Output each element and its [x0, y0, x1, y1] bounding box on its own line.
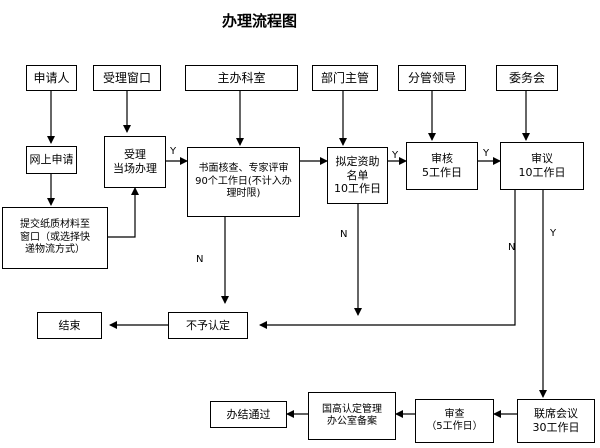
arrow-deliberate-reject	[259, 190, 516, 329]
edge-label-y-accept: Y	[170, 146, 177, 157]
header-window: 受理窗口	[93, 65, 161, 91]
arrow-paper-to-accept	[108, 187, 139, 238]
edge-label-n-review: N	[196, 254, 204, 265]
edge-label-n-deliberate: N	[508, 242, 516, 253]
step-deliberate: 审议 10工作日	[500, 142, 584, 190]
edge-label-y-draft: Y	[392, 150, 399, 161]
step-online-apply: 网上申请	[26, 146, 77, 174]
step-accept: 受理 当场办理	[104, 136, 166, 188]
step-pass: 办结通过	[210, 401, 287, 428]
edge-label-n-draft: N	[340, 229, 348, 240]
step-end: 结束	[37, 312, 102, 339]
step-submit-paper: 提交纸质材料至 窗口（或选择快 递物流方式）	[2, 207, 108, 269]
step-filing: 国高认定管理 办公室备案	[308, 392, 396, 440]
page-title: 办理流程图	[222, 12, 298, 30]
header-dept-head: 部门主管	[312, 65, 378, 91]
step-joint-meeting: 联席会议 30工作日	[517, 399, 595, 443]
step-draft-list: 拟定资助 名单 10工作日	[327, 147, 388, 204]
header-leader: 分管领导	[398, 65, 466, 91]
header-committee: 委务会	[496, 65, 558, 91]
header-applicant: 申请人	[26, 65, 77, 91]
edge-label-y-deliberate: Y	[550, 228, 557, 239]
header-office: 主办科室	[185, 65, 298, 91]
step-audit: 审核 5工作日	[406, 142, 478, 190]
step-reject: 不予认定	[168, 312, 248, 339]
step-check: 审查 （5工作日）	[415, 399, 494, 443]
step-review: 书面核查、专家评审 90个工作日(不计入办 理时限)	[187, 147, 300, 217]
edge-label-y-audit: Y	[483, 148, 490, 159]
